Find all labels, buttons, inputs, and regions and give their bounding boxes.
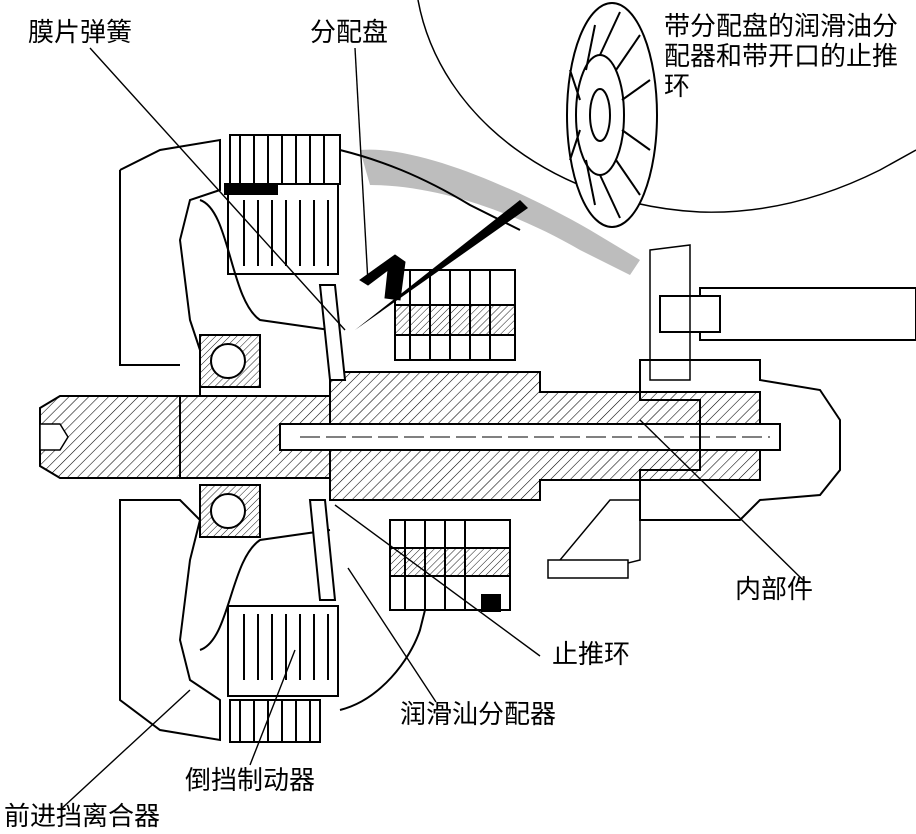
- label-lubricant-distributor: 润滑汕分配器: [400, 700, 557, 730]
- lower-clutch-pack: [227, 605, 339, 743]
- detail-circle-arc: [417, 0, 916, 213]
- lower-gear-set: [389, 519, 511, 612]
- gray-housing: [360, 149, 640, 275]
- label-distribution-plate: 分配盘: [310, 18, 389, 48]
- label-thrust-ring: 止推环: [552, 640, 631, 670]
- distribution-plate: [359, 254, 406, 301]
- label-diaphragm-spring: 膜片弹簧: [28, 18, 133, 48]
- upper-clutch-pack: [224, 134, 341, 275]
- main-shaft: [39, 395, 331, 479]
- pointer-wedge: [355, 200, 528, 330]
- label-lubricant-distributor-with-plate: 带分配盘的润滑油分配器和带开口的止推环: [664, 12, 899, 102]
- leader-lines: [59, 47, 806, 811]
- label-inner-part: 内部件: [735, 575, 814, 605]
- upper-gear-set: [394, 269, 516, 361]
- bearing-upper: [199, 334, 261, 388]
- housing-left: [119, 138, 521, 742]
- output-shaft: [659, 287, 916, 341]
- lubricant-distributor-disc: [566, 2, 658, 228]
- label-forward-clutch: 前进挡离合器: [4, 802, 161, 832]
- bearing-lower: [199, 484, 261, 538]
- label-reverse-brake: 倒挡制动器: [185, 766, 316, 796]
